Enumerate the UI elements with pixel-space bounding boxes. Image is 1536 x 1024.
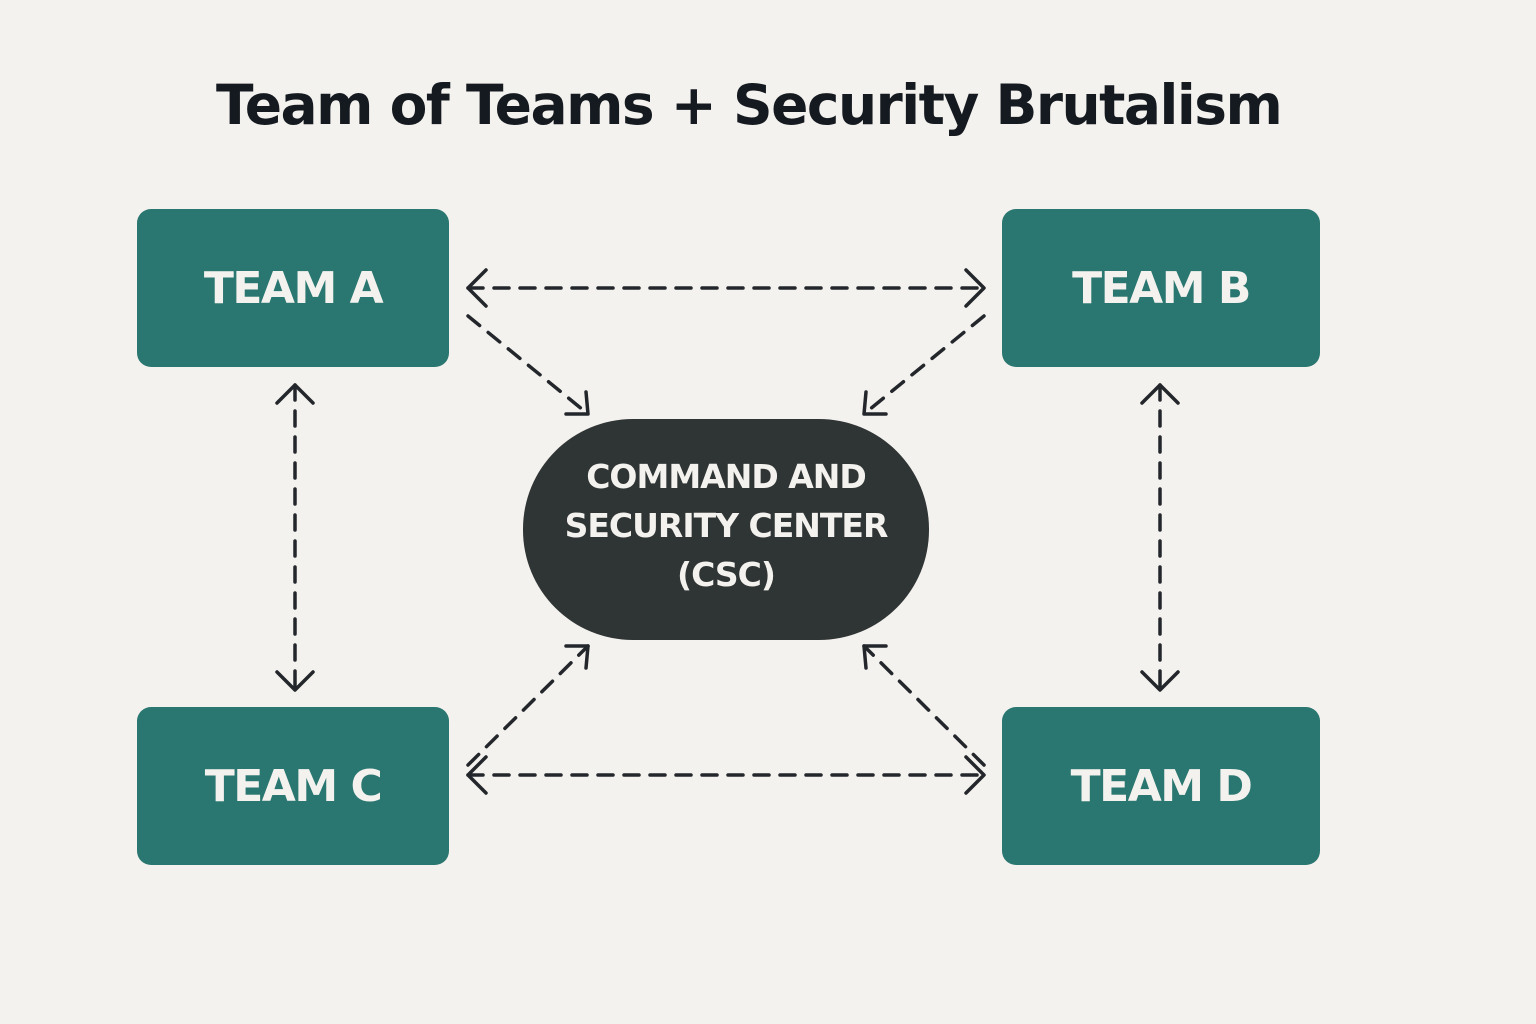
csc-label-line-1: COMMAND AND xyxy=(586,457,867,496)
diagram-title: Team of Teams + Security Brutalism xyxy=(216,73,1283,137)
csc-label-line-2: SECURITY CENTER xyxy=(564,506,889,545)
team-c-node: TEAM C xyxy=(137,707,449,865)
team-b-label: TEAM B xyxy=(1072,262,1251,314)
team-c-label: TEAM C xyxy=(204,760,383,812)
connector-team-b-csc xyxy=(862,314,986,416)
team-a-node: TEAM A xyxy=(137,209,449,367)
connector-team-a-team-b xyxy=(466,268,986,308)
team-b-node: TEAM B xyxy=(1002,209,1320,367)
connector-team-b-team-d xyxy=(1140,383,1180,692)
team-d-node: TEAM D xyxy=(1002,707,1320,865)
connector-team-a-csc xyxy=(466,314,590,416)
connector-team-a-team-c xyxy=(275,383,315,692)
connector-team-c-team-d xyxy=(466,755,986,795)
team-d-label: TEAM D xyxy=(1070,760,1253,812)
csc-label-line-3: (CSC) xyxy=(677,555,776,594)
connector-team-c-csc xyxy=(466,644,590,767)
command-security-center-node: COMMAND AND SECURITY CENTER (CSC) xyxy=(523,419,929,640)
team-a-label: TEAM A xyxy=(203,262,384,314)
connector-team-d-csc xyxy=(862,644,986,767)
